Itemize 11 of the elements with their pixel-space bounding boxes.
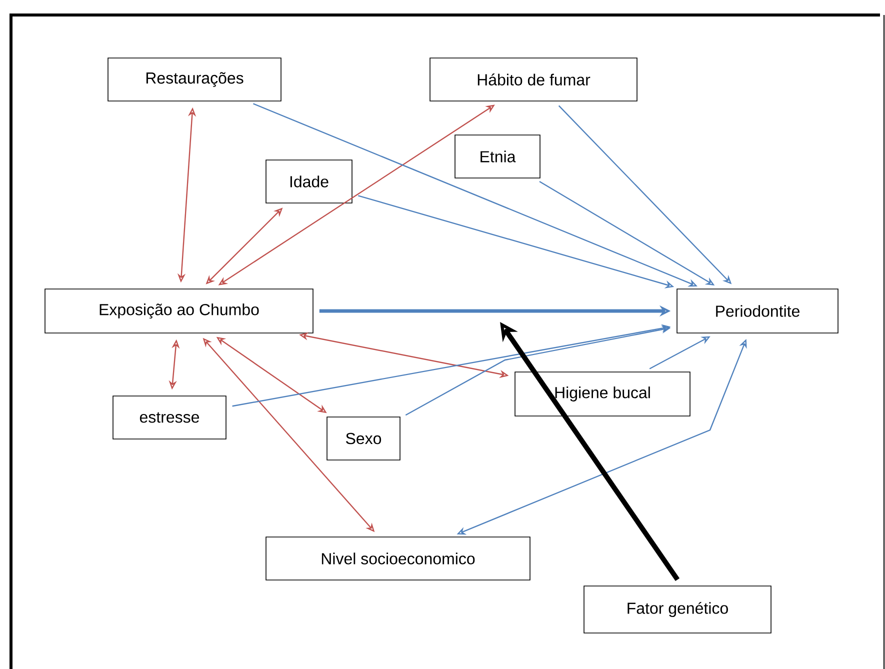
label-box: Idade	[266, 160, 352, 204]
label-box: Etnia	[454, 134, 540, 178]
label-box: Hábito de fumar	[430, 58, 638, 102]
label-box: Higiene bucal	[514, 372, 690, 416]
label-box: Exposição ao Chumbo	[44, 288, 314, 334]
label-box: Nivel socioeconomico	[266, 536, 530, 580]
label-box: Fator genético	[584, 586, 772, 634]
label-box: Periodontite	[676, 288, 838, 334]
label-box: estresse	[112, 396, 226, 440]
label-box: Sexo	[326, 416, 400, 460]
label-box: Restaurações	[108, 58, 282, 102]
